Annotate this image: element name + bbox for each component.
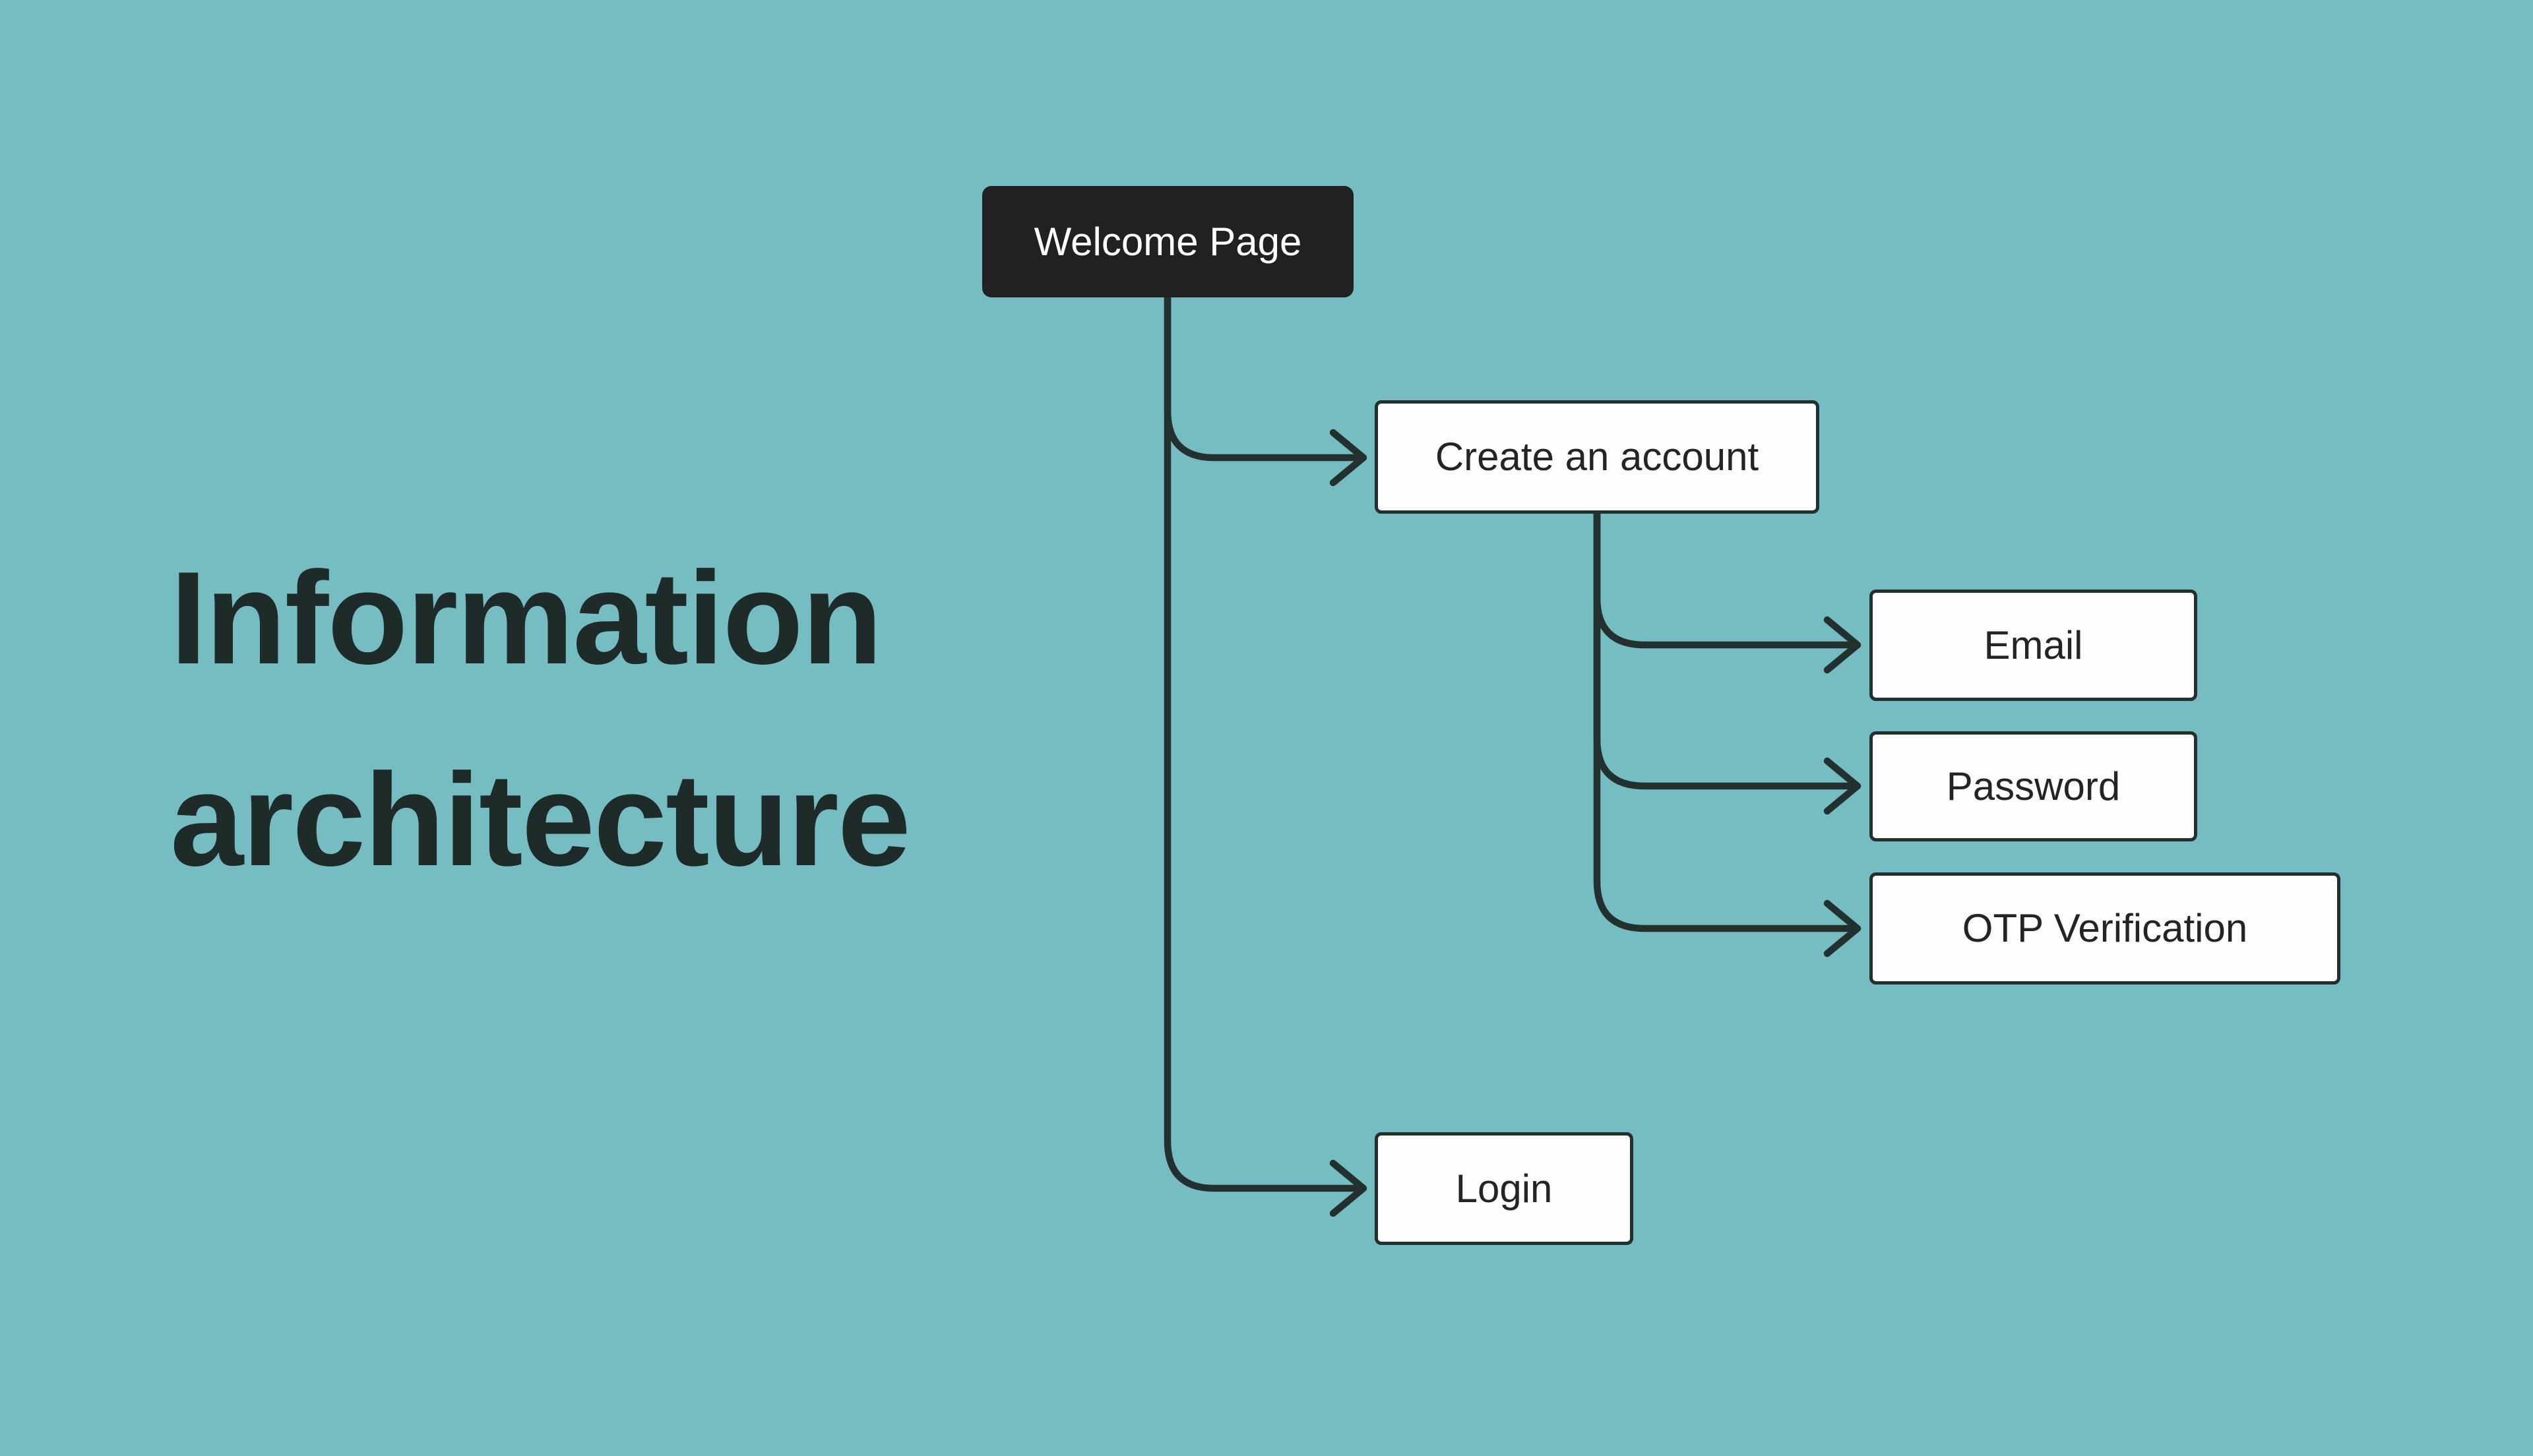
- page-title-line-2: architecture: [170, 746, 911, 894]
- edge-create-account-to-otp: [1593, 510, 1861, 957]
- edge-shaft: [1164, 293, 1364, 1192]
- edge-welcome-to-login: [1164, 293, 1367, 1217]
- edge-shaft: [1593, 510, 1858, 649]
- node-welcome-page: Welcome Page: [982, 186, 1354, 297]
- page-title: Information architecture: [170, 518, 911, 921]
- arrow-head-icon: [1823, 616, 1861, 674]
- node-email: Email: [1869, 590, 2197, 701]
- node-otp-verification: OTP Verification: [1869, 872, 2340, 985]
- edge-shaft: [1593, 510, 1858, 790]
- node-label: Create an account: [1435, 435, 1759, 479]
- node-create-an-account: Create an account: [1375, 400, 1819, 514]
- node-login: Login: [1375, 1132, 1633, 1245]
- node-label: Welcome Page: [1034, 219, 1302, 264]
- node-label: Password: [1946, 764, 2121, 808]
- edge-shaft: [1593, 510, 1858, 932]
- edge-welcome-to-create-account: [1164, 293, 1367, 487]
- node-label: OTP Verification: [1962, 906, 2248, 950]
- node-label: Login: [1455, 1166, 1553, 1211]
- edge-create-account-to-email: [1593, 510, 1861, 674]
- arrow-head-icon: [1823, 757, 1861, 815]
- node-password: Password: [1869, 731, 2197, 841]
- edge-create-account-to-password: [1593, 510, 1861, 815]
- arrow-head-icon: [1329, 1159, 1367, 1217]
- arrow-head-icon: [1329, 429, 1367, 487]
- page-title-line-1: Information: [170, 545, 883, 692]
- arrow-head-icon: [1823, 899, 1861, 957]
- node-label: Email: [1984, 622, 2083, 667]
